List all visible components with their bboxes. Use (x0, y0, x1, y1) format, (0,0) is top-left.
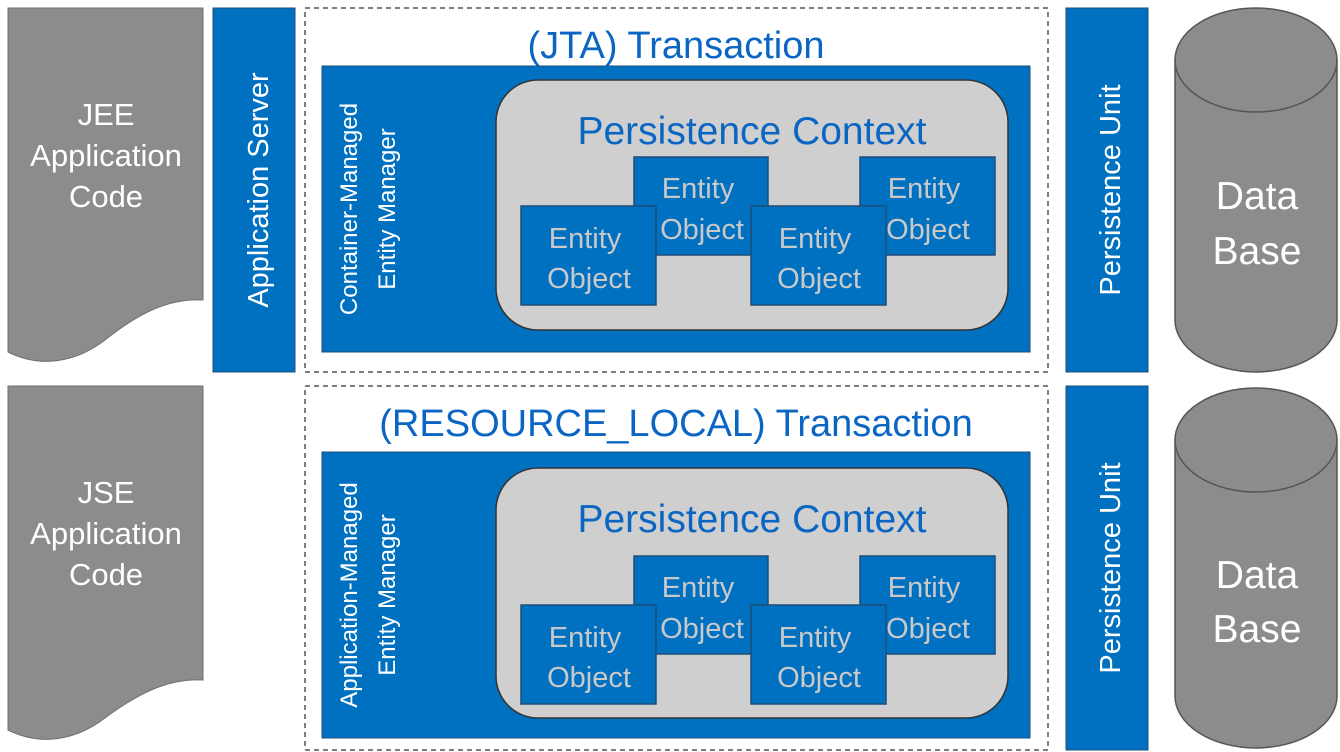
entity-label: Entity (888, 572, 961, 604)
resource-local-transaction-box: (RESOURCE_LOCAL) Transaction (304, 385, 1049, 751)
entity-label: Entity (888, 173, 961, 205)
application-server-bar: Application Server (212, 7, 296, 373)
persistence-context-label: Persistence Context (577, 498, 926, 541)
entity-manager-label-line1: Application-Managed (336, 482, 363, 707)
entity-label: Entity (779, 223, 852, 255)
app-code-line: Application (30, 138, 182, 173)
app-code-line: Application (30, 516, 182, 551)
persistence-unit-label: Persistence Unit (1095, 462, 1127, 673)
application-server-label: Application Server (243, 72, 275, 308)
app-code-line: Code (69, 179, 143, 214)
database-label-line: Base (1213, 608, 1302, 651)
entity-label: Entity (549, 223, 622, 255)
app-code-line: JSE (78, 475, 135, 510)
entity-label: Object (547, 662, 631, 694)
entity-label: Entity (662, 173, 735, 205)
transaction-title: (RESOURCE_LOCAL) Transaction (379, 403, 972, 445)
app-code-line: JEE (78, 97, 135, 132)
persistence-context-label: Persistence Context (577, 110, 926, 153)
entity-manager-label-line2: Entity Manager (374, 128, 401, 289)
entity-label: Object (886, 214, 970, 246)
jse-application-code-shape: JSE Application Code (7, 385, 204, 740)
entity-object: Entity Object (520, 604, 657, 705)
jee-application-code-shape: JEE Application Code (7, 7, 204, 362)
entity-label: Object (777, 263, 861, 295)
database-cylinder: Data Base (1174, 7, 1338, 373)
persistence-unit-bar: Persistence Unit (1065, 385, 1149, 751)
entity-label: Object (547, 263, 631, 295)
entity-label: Entity (779, 622, 852, 654)
entity-label: Object (777, 662, 861, 694)
entity-label: Entity (662, 572, 735, 604)
entity-label: Entity (549, 622, 622, 654)
entity-object: Entity Object (750, 604, 887, 705)
entity-manager-label-line1: Container-Managed (336, 103, 363, 315)
database-label-line: Data (1216, 554, 1299, 597)
database-label-line: Data (1216, 175, 1299, 218)
entity-label: Object (660, 613, 744, 645)
app-code-line: Code (69, 557, 143, 592)
transaction-title: (JTA) Transaction (527, 25, 824, 67)
database-cylinder: Data Base (1174, 387, 1338, 749)
jta-transaction-box: (JTA) Transaction (304, 7, 1049, 373)
database-label-line: Base (1213, 230, 1302, 273)
entity-label: Object (660, 214, 744, 246)
entity-object: Entity Object (520, 205, 657, 306)
entity-object: Entity Object (750, 205, 887, 306)
persistence-unit-label: Persistence Unit (1095, 84, 1127, 295)
persistence-unit-bar: Persistence Unit (1065, 7, 1149, 373)
entity-label: Object (886, 613, 970, 645)
entity-manager-label-line2: Entity Manager (374, 514, 401, 675)
